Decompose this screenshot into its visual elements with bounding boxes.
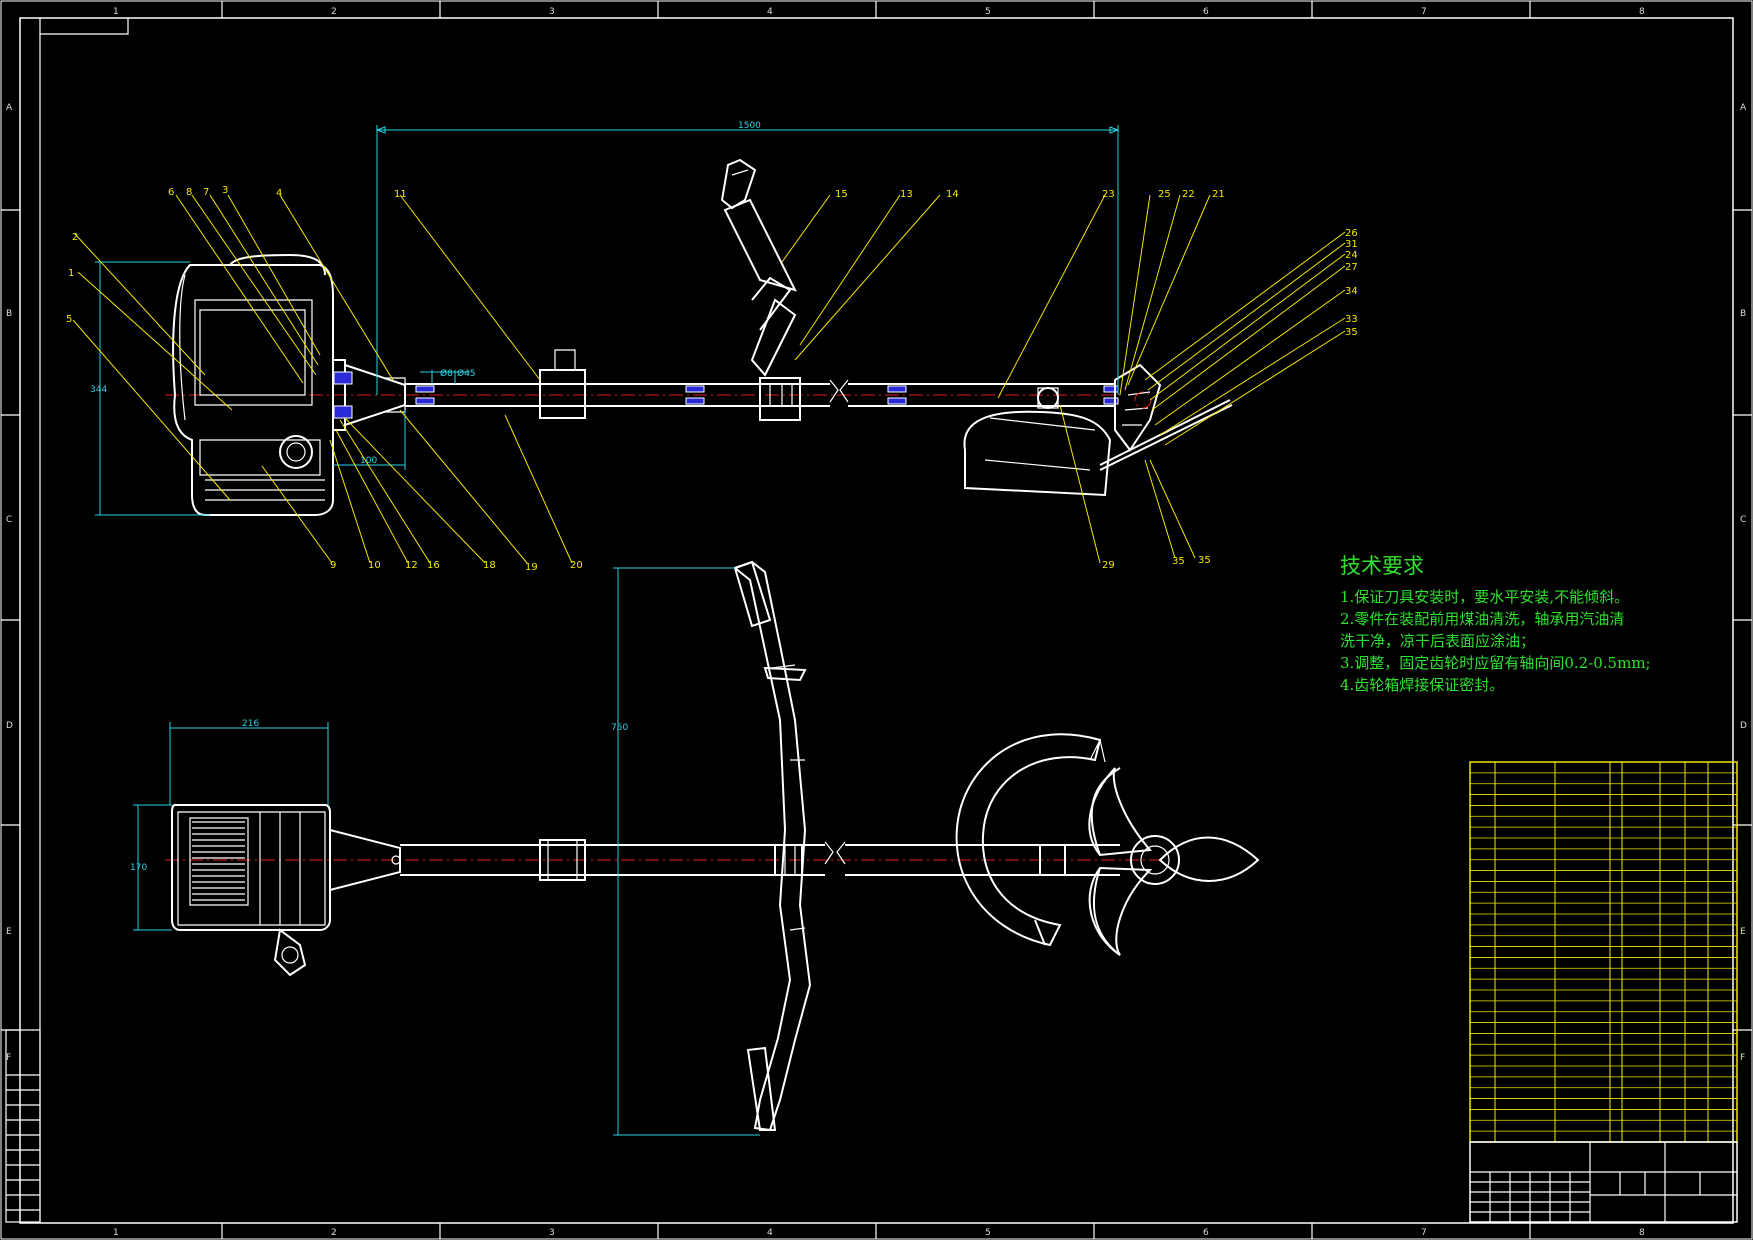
balloon-18: 18 [483, 560, 496, 571]
dim-tube-d1: Ø8 [440, 368, 453, 379]
balloon-6: 6 [168, 187, 174, 198]
balloon-33: 35 [1345, 327, 1358, 338]
balloon-35: 35 [1198, 555, 1211, 566]
column-label: 1 [113, 1228, 119, 1238]
balloon-26: 26 [1345, 228, 1358, 239]
row-label: F [1740, 1053, 1745, 1063]
row-label: E [1740, 927, 1746, 937]
column-label: 4 [767, 7, 773, 17]
engine-cooling-fins [189, 817, 249, 906]
row-label: D [1740, 721, 1747, 731]
column-label: 2 [331, 1228, 337, 1238]
column-label: 8 [1639, 1228, 1645, 1238]
row-label: F [6, 1053, 11, 1063]
column-label: 3 [549, 1228, 555, 1238]
dimension-lines: 1500 344 100 Ø8 Ø45 216 170 750 [90, 121, 1120, 1136]
column-label: 6 [1203, 7, 1209, 17]
row-label: D [6, 721, 13, 731]
row-label: A [1740, 103, 1747, 113]
bill-of-materials-table [1469, 761, 1738, 1143]
row-label: C [6, 515, 12, 525]
side-title-strip [5, 1029, 41, 1223]
balloon-22: 22 [1182, 189, 1195, 200]
dim-engine-height: 170 [130, 863, 147, 873]
technical-requirements: 技术要求 1.保证刀具安装时，要水平安装,不能倾斜。 2.零件在装配前用煤油清洗… [1340, 550, 1651, 696]
column-zone-labels: 1 2 3 4 5 6 7 8 1 2 3 4 5 6 7 8 [113, 1, 1645, 1239]
balloon-10: 10 [368, 560, 381, 571]
balloon-7: 7 [203, 187, 209, 198]
balloon-15: 15 [835, 189, 848, 200]
title-block [1469, 1141, 1738, 1223]
column-label: 8 [1639, 7, 1645, 17]
balloon-19: 19 [525, 562, 538, 573]
balloon-20: 20 [570, 560, 583, 571]
tech-req-item: 2.零件在装配前用煤油清洗，轴承用汽油清 [1340, 610, 1625, 628]
balloon-14: 14 [946, 189, 959, 200]
balloon-9: 9 [330, 560, 336, 571]
column-label: 3 [549, 7, 555, 17]
tech-req-item: 4.齿轮箱焊接保证密封。 [1340, 676, 1505, 694]
column-label: 1 [113, 7, 119, 17]
balloon-4: 4 [276, 188, 282, 199]
tech-req-item: 1.保证刀具安装时，要水平安装,不能倾斜。 [1340, 588, 1630, 606]
tech-req-item: 3.调整，固定齿轮时应留有轴向间0.2-0.5mm; [1340, 654, 1651, 672]
dim-side-height: 344 [90, 385, 107, 395]
balloon-32: 34 [1345, 286, 1358, 297]
balloon-21: 21 [1212, 189, 1225, 200]
balloon-27: 27 [1345, 262, 1358, 273]
side-view-assembly [165, 158, 1233, 516]
dim-overall-length: 1500 [738, 121, 761, 131]
tech-req-item: 洗干净，凉干后表面应涂油； [1340, 632, 1536, 650]
row-label: B [1740, 309, 1746, 319]
dim-engine-width: 216 [242, 719, 259, 729]
balloon-11: 11 [394, 189, 407, 200]
balloon-3: 3 [222, 185, 228, 196]
balloon-2: 2 [72, 232, 78, 243]
row-label: B [6, 309, 12, 319]
balloon-1: 1 [68, 268, 74, 279]
balloon-8: 8 [186, 187, 192, 198]
balloon-13: 13 [900, 189, 913, 200]
balloon-12: 12 [405, 560, 418, 571]
row-label: E [6, 927, 12, 937]
row-label: C [1740, 515, 1746, 525]
balloon-5: 5 [66, 314, 72, 325]
top-view-assembly [165, 560, 1260, 1132]
row-label: A [6, 103, 13, 113]
balloon-30: 31 [1345, 239, 1358, 250]
balloon-25: 25 [1158, 189, 1171, 200]
column-label: 5 [985, 1228, 991, 1238]
dim-flange: 100 [360, 456, 377, 466]
column-label: 5 [985, 7, 991, 17]
column-label: 4 [767, 1228, 773, 1238]
column-label: 6 [1203, 1228, 1209, 1238]
balloon-23: 23 [1102, 189, 1115, 200]
balloon-24: 24 [1345, 250, 1358, 261]
balloon-29: 29 [1102, 560, 1115, 571]
column-label: 7 [1421, 7, 1427, 17]
column-label: 7 [1421, 1228, 1427, 1238]
tech-req-title: 技术要求 [1340, 554, 1424, 578]
balloon-16: 16 [427, 560, 440, 571]
balloon-31: 33 [1345, 314, 1358, 325]
balloon-34: 35 [1172, 556, 1185, 567]
dim-handle-span: 750 [611, 723, 628, 733]
dim-tube-d2: Ø45 [457, 368, 476, 379]
part-balloon-leaders [72, 194, 1346, 564]
column-label: 2 [331, 7, 337, 17]
